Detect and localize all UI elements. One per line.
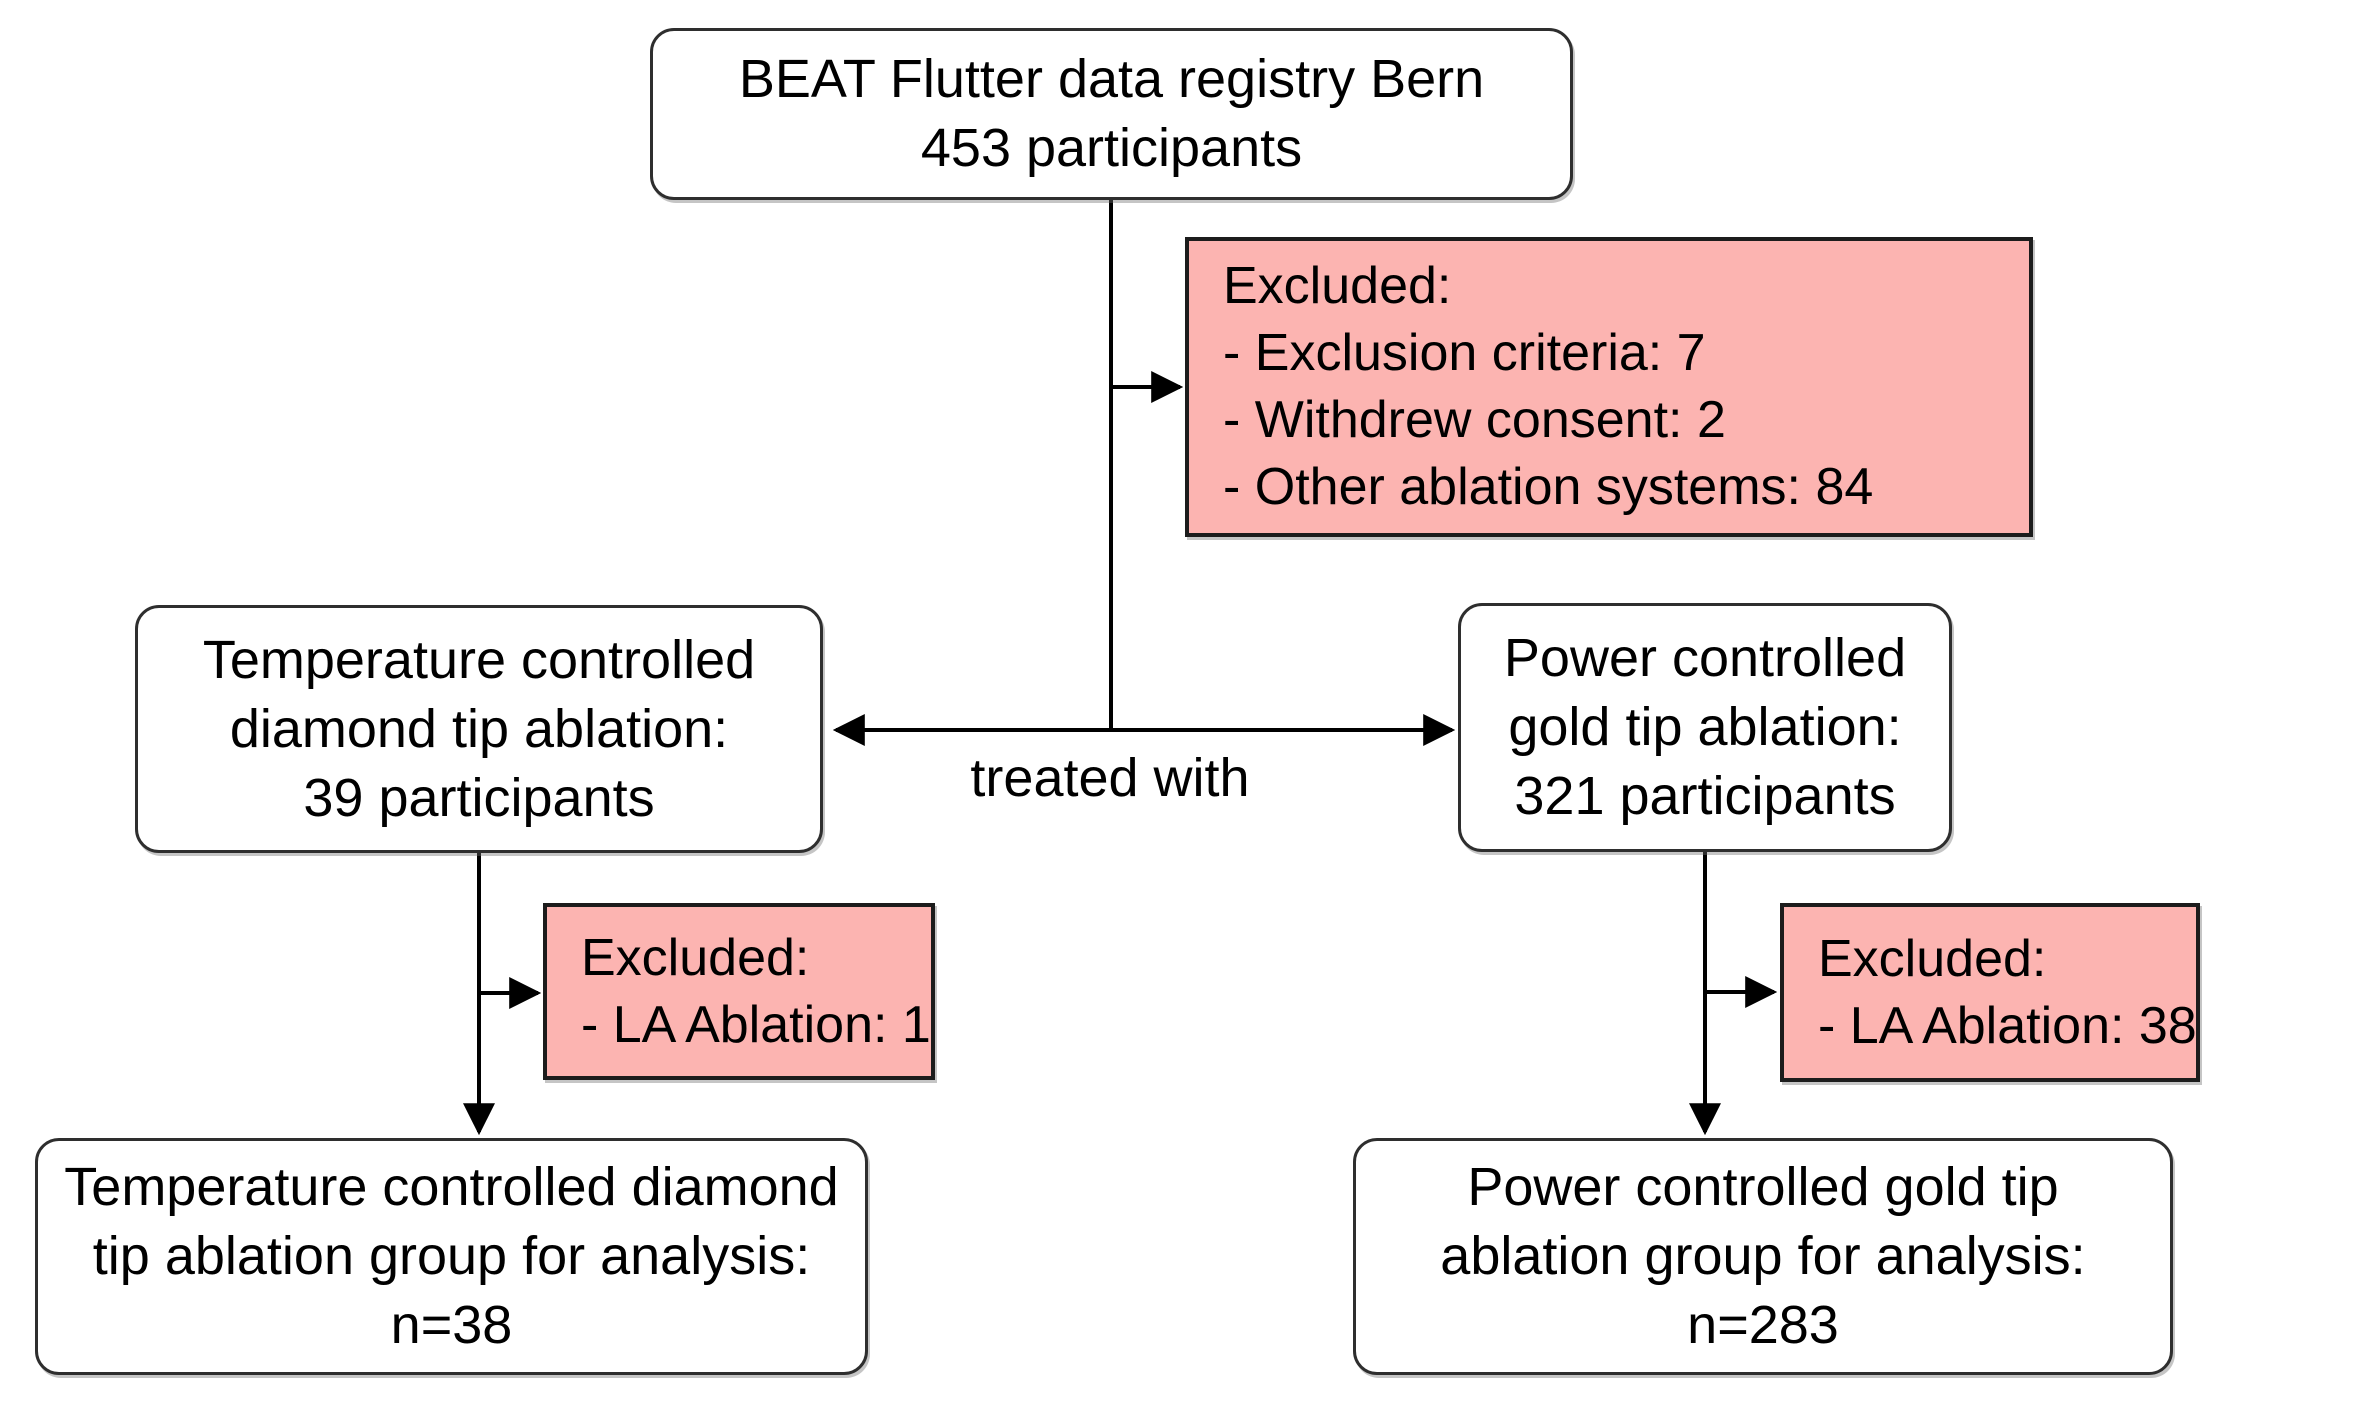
power-arm-line-3: 321 participants — [1514, 766, 1896, 826]
excluded-temp-box: Excluded: - LA Ablation: 1 — [543, 903, 935, 1080]
excluded-power-line-2: - LA Ablation: 38 — [1818, 996, 2197, 1055]
excluded-initial-line-1: Excluded: — [1223, 257, 1452, 315]
temp-arm-line-2: diamond tip ablation: — [229, 698, 729, 759]
power-analysis-line-3: n=283 — [1687, 1295, 1839, 1355]
excluded-initial-line-2: - Exclusion criteria: 7 — [1223, 324, 1706, 382]
power-arm-line-2: gold tip ablation: — [1508, 697, 1902, 757]
temp-analysis-line-3: n=38 — [390, 1295, 513, 1355]
power-analysis-line-2: ablation group for analysis: — [1440, 1226, 2086, 1286]
excluded-initial-line-3: - Withdrew consent: 2 — [1223, 391, 1726, 449]
registry-line-1: BEAT Flutter data registry Bern — [738, 49, 1485, 109]
temp-arm-line-3: 39 participants — [303, 767, 655, 828]
temp-analysis-line-1: Temperature controlled diamond — [64, 1157, 839, 1217]
excluded-temp-line-2: - LA Ablation: 1 — [581, 995, 931, 1054]
power-arm-line-1: Power controlled — [1503, 628, 1907, 688]
excluded-power-line-1: Excluded: — [1818, 929, 2047, 988]
treated-with-label: treated with — [970, 748, 1250, 808]
power-arm-box: Power controlled gold tip ablation: 321 … — [1458, 603, 1952, 852]
power-analysis-box: Power controlled gold tip ablation group… — [1353, 1138, 2173, 1375]
excluded-initial-line-4: - Other ablation systems: 84 — [1223, 458, 1874, 516]
registry-box: BEAT Flutter data registry Bern 453 part… — [650, 28, 1573, 200]
excluded-power-box: Excluded: - LA Ablation: 38 — [1780, 903, 2200, 1082]
temp-arm-box: Temperature controlled diamond tip ablat… — [135, 605, 823, 853]
registry-line-2: 453 participants — [920, 118, 1303, 178]
excluded-initial-box: Excluded: - Exclusion criteria: 7 - With… — [1185, 237, 2033, 537]
excluded-temp-line-1: Excluded: — [581, 928, 810, 987]
temp-arm-line-1: Temperature controlled — [202, 629, 756, 690]
temp-analysis-box: Temperature controlled diamond tip ablat… — [35, 1138, 868, 1375]
power-analysis-line-1: Power controlled gold tip — [1467, 1157, 2059, 1217]
temp-analysis-line-2: tip ablation group for analysis: — [92, 1226, 811, 1286]
